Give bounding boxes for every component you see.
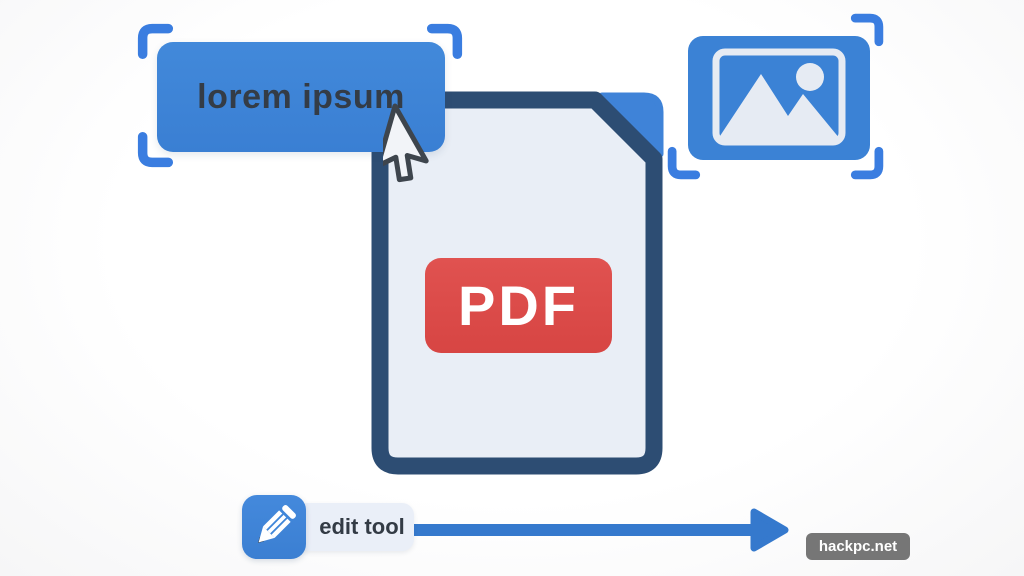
watermark-label: hackpc.net [818,538,898,555]
watermark-badge: hackpc.net [806,533,910,560]
pdf-badge: PDF [425,258,612,353]
selection-bracket-bottom-left-icon [666,146,701,181]
cursor-icon [383,103,429,183]
pencil-icon [257,505,296,544]
selection-bracket-top-right-icon [850,12,885,47]
edit-tool-label: edit tool [319,514,405,539]
arrow-right-icon [408,508,789,552]
pdf-badge-label: PDF [458,274,579,337]
image-icon[interactable] [688,36,870,160]
text-block-label: lorem ipsum [197,77,405,116]
selection-bracket-bottom-left-icon [136,131,174,169]
edit-tool-button[interactable] [242,495,306,559]
selection-bracket-bottom-right-icon [850,146,885,181]
selection-bracket-top-left-icon [136,22,174,60]
selected-text-block[interactable]: lorem ipsum [157,42,445,152]
selection-bracket-top-right-icon [426,22,464,60]
edit-tool-label-chip[interactable]: edit tool [296,503,414,551]
